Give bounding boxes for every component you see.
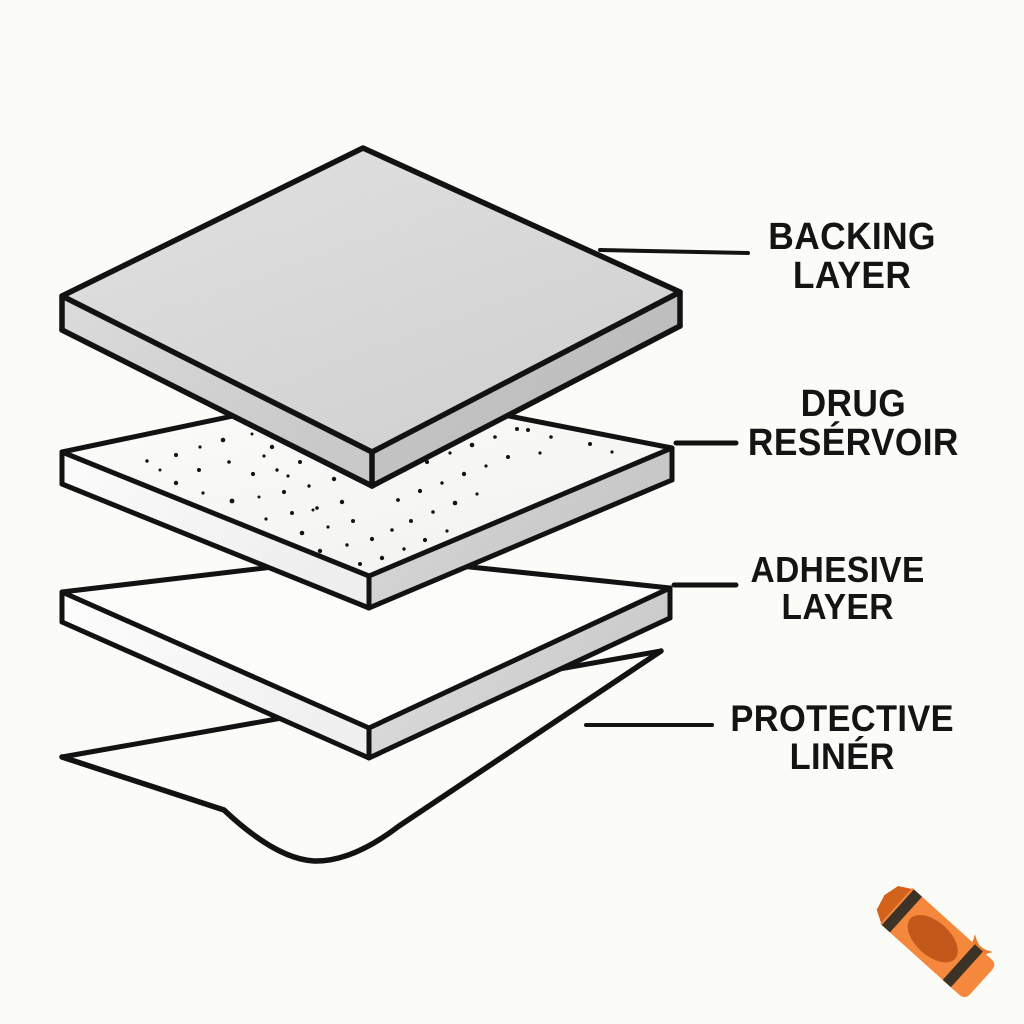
leader-lines [584,248,750,727]
leader-line-backing [598,248,750,255]
label-reservoir-line-2: RESÉRVOIR [747,421,959,464]
crayon-band-upper [942,944,983,988]
adhesive-side-left [62,592,369,758]
label-backing-line-2: LAYER [792,254,912,297]
label-drug-reservoir[interactable]: DRUG RESÉRVOIR [748,385,959,463]
crayon-watermark [876,885,995,998]
backing-top-face [62,148,680,452]
layer-backing[interactable] [59,145,683,489]
label-liner-line-1: PROTECTIVE [730,698,955,739]
label-protective-liner[interactable]: PROTECTIVE LINÉR [730,700,954,775]
crayon-band-lower [881,889,923,933]
protective-liner-outline-right [59,648,664,864]
crayon-icon [876,885,995,998]
reservoir-side-left [62,452,369,608]
backing-side-left [62,296,372,486]
label-liner-line-2: LINÉR [789,735,895,777]
label-adhesive-line-2: LAYER [781,585,894,627]
label-adhesive-line-1: ADHESIVE [750,549,925,590]
crayon-tip [876,885,914,926]
layer-adhesive[interactable] [59,553,673,761]
adhesive-side-right [369,588,670,758]
backing-side-right [372,292,680,486]
label-adhesive-layer[interactable]: ADHESIVE LAYER [750,549,925,627]
label-reservoir-line-1: DRUG [800,383,907,425]
protective-liner-sheet [62,652,660,863]
adhesive-top-face [62,556,670,728]
reservoir-side-right [369,448,672,608]
label-backing-layer[interactable]: BACKING LAYER [768,218,936,296]
label-backing-line-1: BACKING [768,216,936,258]
crayon-label-oval [907,914,958,963]
